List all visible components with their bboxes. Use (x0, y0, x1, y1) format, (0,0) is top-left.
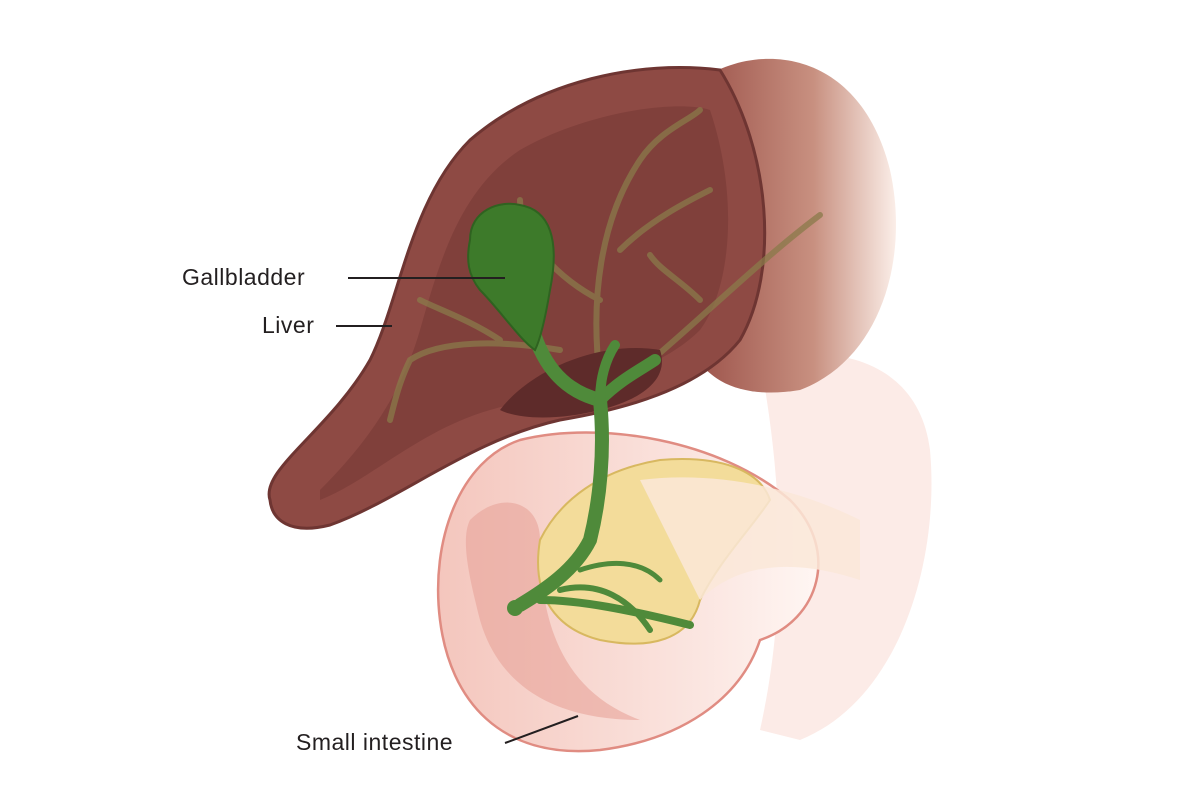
pancreas-tail (640, 477, 860, 600)
ampulla (507, 600, 523, 616)
small-intestine-label: Small intestine (296, 729, 454, 755)
hepatic-ducts (387, 107, 823, 423)
caudate-lobe (500, 348, 662, 418)
small-intestine-leader (504, 715, 579, 744)
gallbladder (467, 202, 555, 352)
gallbladder-label: Gallbladder (182, 264, 306, 290)
intestine-inner (465, 502, 640, 720)
liver-label: Liver (262, 312, 315, 338)
bile-duct-system (513, 313, 694, 633)
